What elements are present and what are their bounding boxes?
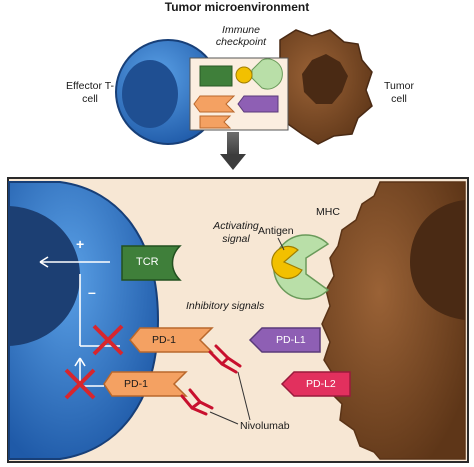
tumor-nucleus-large [410,200,465,320]
zoom-arrow [220,132,246,170]
pd1-small-lower [199,115,232,129]
page-title: Tumor microenvironment [164,0,310,14]
plus-sign: + [76,236,85,252]
pdl1-ligand [248,327,321,353]
pdl1-label: PD-L1 [276,334,306,346]
tcell-nucleus-large [9,206,80,346]
tcr-small [199,65,233,87]
activating-signal-label: Activating signal [213,220,259,245]
mhc-small [251,58,283,90]
block-x-upper [92,324,124,356]
inhibitory-signals-label: Inhibitory signals [186,300,265,312]
nivolumab-antibody-lower [180,388,214,416]
tumor-cell-label: Tumor cell [384,80,414,105]
pdl2-label: PD-L2 [306,378,336,390]
pd1-small [193,95,236,113]
tcr-label: TCR [136,256,159,268]
pd1-lower-receptor [103,371,188,397]
antigen-pointer [277,237,285,251]
tcr-receptor [121,245,182,281]
pd1-upper-label: PD-1 [152,334,176,346]
antigen-label: Antigen [258,225,294,237]
nivolumab-pointers [209,371,251,425]
minus-sign: – [88,284,96,300]
mhc-label: MHC [316,206,340,218]
pdl2-ligand [280,371,351,397]
overview [115,29,373,145]
effector-tcell-label: Effector T-cell [65,80,115,105]
immune-checkpoint-label: Immune checkpoint [215,24,267,48]
nivolumab-antibody-upper [208,344,242,374]
pd1-lower-label: PD-1 [124,378,148,390]
tumor-nucleus-small [302,54,348,104]
tcell-nucleus-small [122,60,178,128]
detail-panel [7,177,469,463]
nivolumab-label: Nivolumab [240,420,290,432]
antigen [271,245,303,279]
antigen-small [235,66,253,84]
block-x-lower [64,368,96,400]
pdl1-small [237,95,279,113]
